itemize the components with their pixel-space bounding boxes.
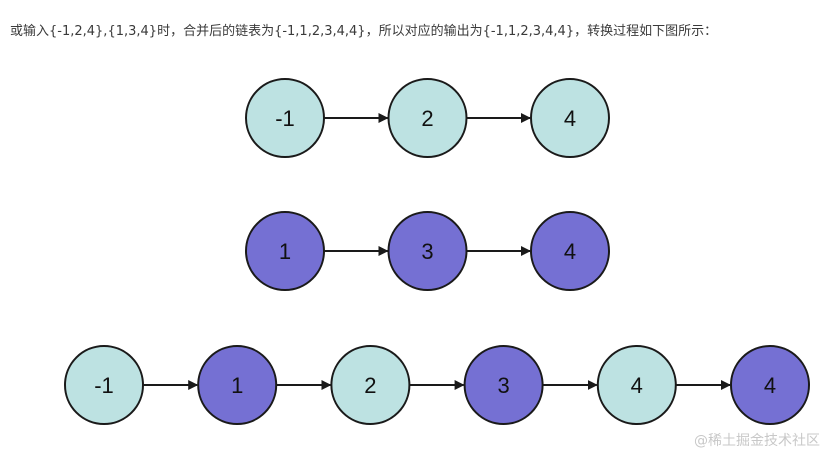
node-label: -1: [94, 373, 114, 398]
list-node: 4: [530, 78, 610, 158]
node-label: 4: [564, 106, 576, 131]
node-label: 4: [564, 239, 576, 264]
merged-list: -1 1 2 3 4 4: [64, 345, 810, 425]
list-node: 1: [245, 211, 325, 291]
node-label: 3: [421, 239, 433, 264]
node-circle: [530, 211, 610, 291]
list-node: 3: [387, 211, 468, 291]
node-label: 4: [631, 373, 643, 398]
list-node: 3: [463, 345, 544, 425]
list-node: 4: [530, 211, 610, 291]
list-node: 1: [197, 345, 278, 425]
list-node: -1: [64, 345, 144, 425]
node-label: 2: [364, 373, 376, 398]
node-label: 3: [497, 373, 509, 398]
list-node: 4: [596, 345, 677, 425]
list-1: -1 2 4: [245, 78, 610, 158]
node-label: 4: [764, 373, 776, 398]
node-label: 1: [279, 239, 291, 264]
list-node: 2: [330, 345, 411, 425]
list-node: 2: [387, 78, 468, 158]
watermark: @稀土掘金技术社区: [694, 433, 820, 449]
node-label: -1: [275, 106, 295, 131]
list-node: 4: [730, 345, 810, 425]
node-circle: [730, 345, 810, 425]
node-label: 2: [421, 106, 433, 131]
node-label: 1: [231, 373, 243, 398]
list-2: 1 3 4: [245, 211, 610, 291]
list-node: -1: [245, 78, 325, 158]
node-circle: [530, 78, 610, 158]
intro-text: 或输入{-1,2,4},{1,3,4}时，合并后的链表为{-1,1,2,3,4,…: [10, 24, 718, 39]
